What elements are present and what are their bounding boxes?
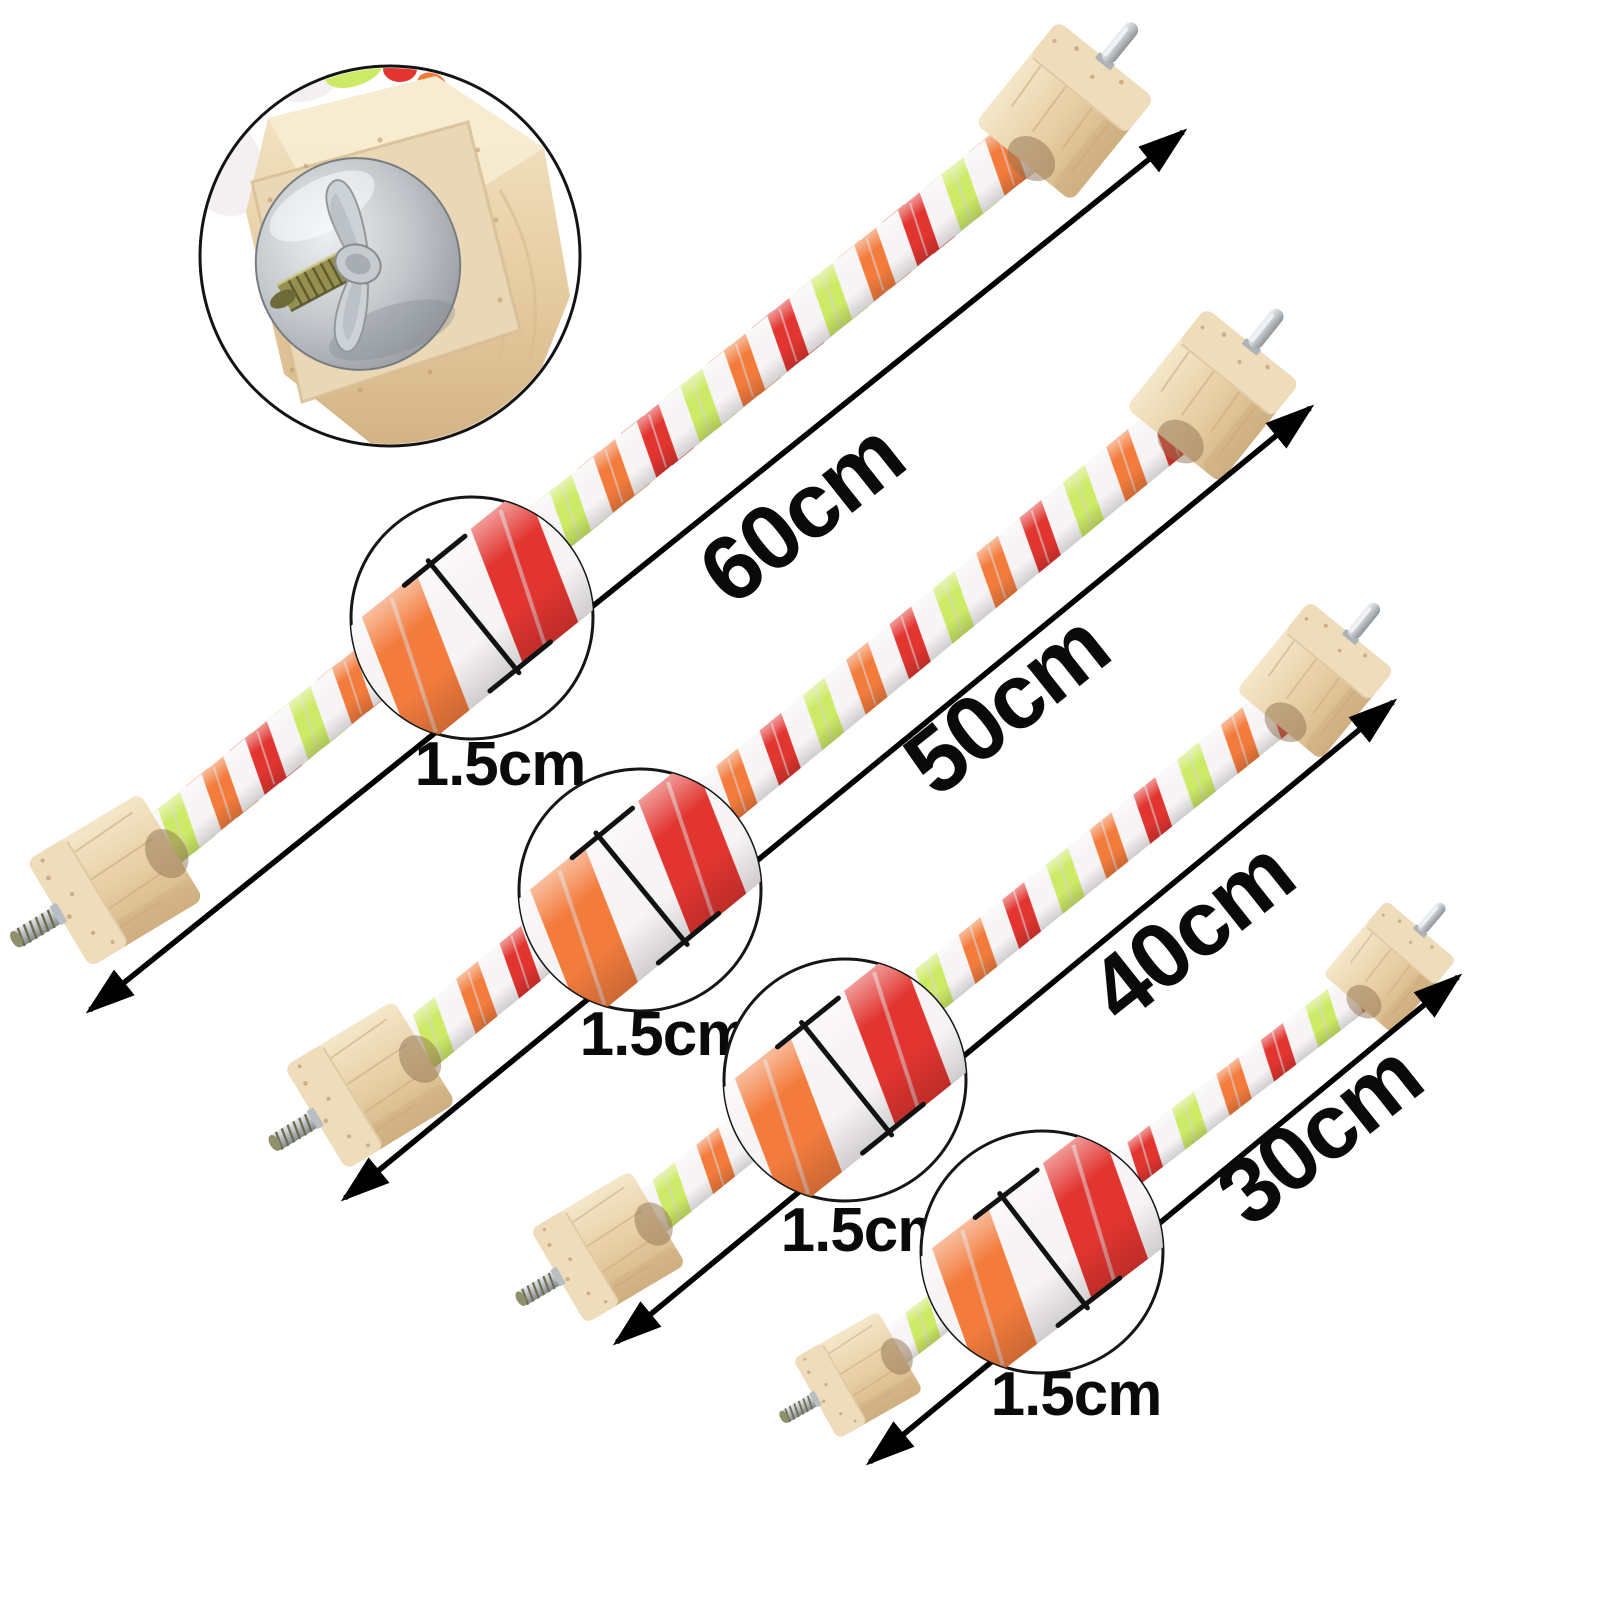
measure-line-30cm: [865, 973, 1463, 1466]
diameter-label-60cm: 1.5cm: [415, 730, 586, 799]
rope-strand-red: [383, 68, 417, 82]
diameter-label-30cm: 1.5cm: [991, 1360, 1162, 1429]
diameter-label-50cm: 1.5cm: [580, 1000, 751, 1069]
diameter-zoom-circle-50cm: [487, 747, 793, 1033]
length-label-30cm: 30cm: [1199, 1024, 1440, 1245]
wing-nut: [325, 179, 382, 353]
washer-shade: [328, 299, 456, 361]
hardware-detail-callout: [198, 64, 582, 448]
diameter-zoom-circle-40cm: [691, 937, 999, 1223]
diameter-zoom-circle-30cm: [888, 1111, 1196, 1393]
diameter-zoom-circle-60cm: [319, 475, 625, 761]
